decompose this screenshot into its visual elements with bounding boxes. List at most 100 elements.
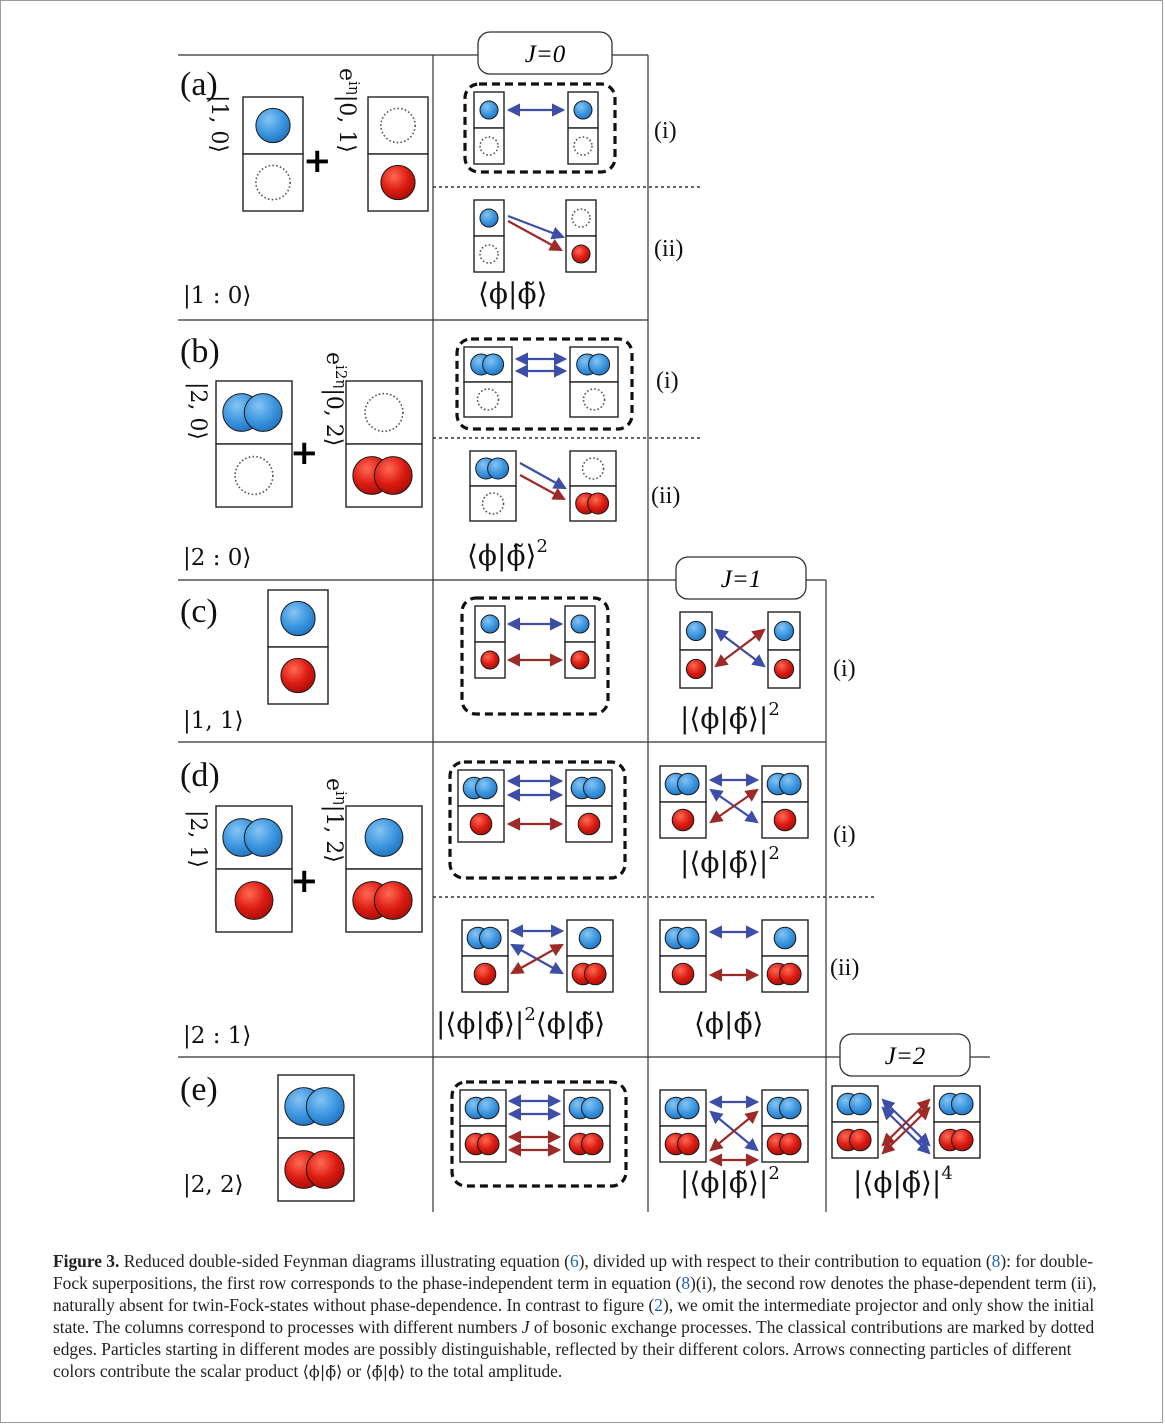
mode-pair-box xyxy=(267,589,329,705)
red-particle-icon xyxy=(773,808,797,832)
mode-cell xyxy=(469,485,517,522)
state-label-b: |2 : 0⟩ xyxy=(183,545,251,571)
classical-outline xyxy=(455,337,634,431)
mode-pair-box xyxy=(569,450,617,522)
empty-mode-icon xyxy=(481,492,505,515)
blue-particle-icon xyxy=(676,926,700,950)
plus-sign-b: + xyxy=(290,433,319,473)
mode-pair-box xyxy=(569,346,619,418)
rotated-label-a-right: eiη|0, 1⟩ xyxy=(334,68,363,153)
mode-pair-box xyxy=(459,1089,507,1163)
amplitude-d-j0-ii: |⟨ϕ|ϕ̃⟩|2⟨ϕ|ϕ̃⟩ xyxy=(436,1004,605,1040)
mode-pair-box xyxy=(345,805,423,933)
amplitude-d-j1-i: |⟨ϕ|ϕ̃⟩|2 xyxy=(680,843,780,879)
mode-cell xyxy=(345,380,423,445)
mode-pair-box xyxy=(461,919,509,993)
mode-pair-box xyxy=(563,1089,611,1163)
ref-figure-2[interactable]: 2 xyxy=(654,1295,663,1315)
classical-outline xyxy=(450,1080,628,1188)
red-particle-icon xyxy=(469,812,493,836)
red-particle-icon xyxy=(685,658,707,680)
rotated-label-d-right: eiη|1, 2⟩ xyxy=(321,778,350,863)
svg-text:J=1: J=1 xyxy=(721,566,761,593)
ref-eq-6[interactable]: 6 xyxy=(569,1251,579,1271)
red-exchange-arrow xyxy=(709,1110,759,1152)
term-label-b-ii: (ii) xyxy=(651,483,680,509)
mode-cell xyxy=(473,127,505,165)
mode-cell xyxy=(463,381,513,418)
classical-contribution-outlines xyxy=(448,82,634,1188)
mode-pair-box xyxy=(566,919,614,993)
empty-mode-icon xyxy=(573,136,593,156)
mode-pair-box xyxy=(469,450,517,522)
mode-pair-box xyxy=(564,605,596,679)
red-particle-icon xyxy=(583,962,607,986)
amplitude-c-j1: |⟨ϕ|ϕ̃⟩|2 xyxy=(680,699,780,735)
mode-pair-box xyxy=(659,765,707,839)
ref-eq-8-second[interactable]: 8 xyxy=(681,1273,691,1293)
plus-sign-d: + xyxy=(290,861,319,901)
blue-particle-icon xyxy=(255,107,291,144)
red-particle-icon xyxy=(373,456,413,495)
mode-pair-box xyxy=(277,1074,355,1202)
blue-particle-icon xyxy=(773,620,795,642)
caption-figure-label: Figure 3. xyxy=(53,1251,120,1271)
red-particle-icon xyxy=(587,492,610,515)
empty-mode-icon xyxy=(479,136,499,156)
classical-outline xyxy=(463,82,617,174)
term-label-d-i: (i) xyxy=(833,822,856,848)
mode-cell xyxy=(565,199,597,237)
blue-particle-icon xyxy=(848,1092,872,1116)
mode-pair-box xyxy=(215,805,293,933)
blue-particle-icon xyxy=(578,926,602,950)
red-particle-icon xyxy=(476,1132,500,1156)
row-label-d: (d) xyxy=(180,757,220,794)
blue-particle-icon xyxy=(474,776,498,800)
feynman-diagram-table: J=0 J=1 J=2 (a) (b) (c) (d) (e) (i) (ii)… xyxy=(178,31,990,1212)
red-particle-icon xyxy=(577,812,601,836)
row-label-e: (e) xyxy=(180,1071,218,1108)
term-label-a-ii: (ii) xyxy=(654,236,683,262)
mode-cell xyxy=(569,450,617,487)
blue-particle-icon xyxy=(676,772,700,796)
svg-text:J=2: J=2 xyxy=(885,1043,925,1070)
mode-pair-box xyxy=(367,96,429,212)
amplitude-e-j1: |⟨ϕ|ϕ̃⟩|2 xyxy=(680,1163,780,1199)
red-particle-icon xyxy=(380,164,416,201)
mode-pair-box xyxy=(761,919,809,993)
blue-exchange-arrow xyxy=(507,214,566,240)
red-particle-icon xyxy=(571,244,591,264)
red-particle-icon xyxy=(671,808,695,832)
red-particle-icon xyxy=(676,1132,700,1156)
red-particle-icon xyxy=(234,881,274,920)
row-label-a: (a) xyxy=(180,66,218,103)
mode-cell xyxy=(242,153,304,212)
empty-mode-icon xyxy=(476,388,500,411)
row-label-c: (c) xyxy=(180,593,218,630)
blue-particle-icon xyxy=(573,100,593,120)
red-exchange-arrow xyxy=(714,628,766,668)
red-exchange-arrow xyxy=(507,220,563,252)
mode-cell xyxy=(565,805,613,843)
blue-particle-icon xyxy=(487,457,510,480)
blue-particle-icon xyxy=(778,772,802,796)
rotated-label-a-left: |1, 0⟩ xyxy=(206,95,231,153)
mode-boxes xyxy=(215,91,981,1202)
j0-label: J=0 xyxy=(477,31,613,75)
red-particle-icon xyxy=(778,962,802,986)
j2-label: J=2 xyxy=(839,1033,971,1077)
blue-particle-icon xyxy=(480,614,500,634)
classical-outline xyxy=(460,596,610,716)
mode-pair-box xyxy=(761,1089,809,1163)
red-particle-icon xyxy=(848,1128,872,1152)
ref-eq-8[interactable]: 8 xyxy=(991,1251,1001,1271)
blue-particle-icon xyxy=(676,1096,700,1120)
mode-pair-box xyxy=(567,91,599,165)
empty-mode-icon xyxy=(479,244,499,264)
mode-pair-box xyxy=(473,199,505,273)
state-label-a: |1 : 0⟩ xyxy=(183,283,251,309)
blue-particle-icon xyxy=(773,926,797,950)
mode-cell xyxy=(679,649,713,689)
blue-particle-icon xyxy=(243,818,283,857)
red-particle-icon xyxy=(950,1128,974,1152)
